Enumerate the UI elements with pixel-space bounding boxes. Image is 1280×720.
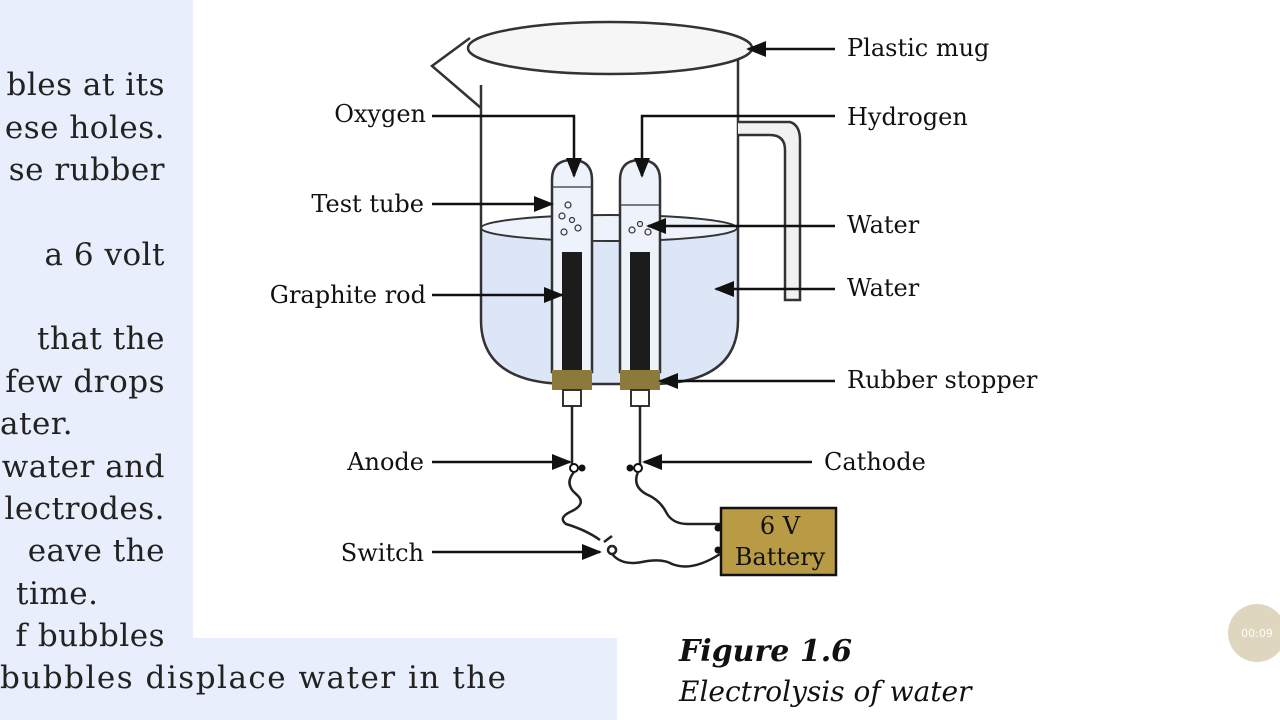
cathode-terminal xyxy=(633,463,643,473)
label-water-mug: Water xyxy=(847,274,920,302)
label-graphite-rod: Graphite rod xyxy=(270,281,426,309)
label-hydrogen: Hydrogen xyxy=(847,103,968,131)
battery-label-1: 6 V xyxy=(760,512,801,540)
label-rubber-stopper: Rubber stopper xyxy=(847,366,1038,394)
text-line-10: eave the xyxy=(27,533,165,569)
test-tube-left xyxy=(550,158,594,407)
label-anode: Anode xyxy=(346,448,424,476)
text-line-9: lectrodes. xyxy=(4,491,165,527)
oxygen-bubbles xyxy=(558,201,582,236)
wire-anode xyxy=(561,471,601,542)
wire-switch-battery xyxy=(611,552,721,568)
text-line-11: time. xyxy=(16,576,99,612)
leader-oxygen xyxy=(432,114,582,178)
bottom-text-panel xyxy=(0,638,617,720)
text-line-bottom: bubbles displace water in the xyxy=(0,660,508,696)
text-line-1: bles at its xyxy=(6,67,165,103)
graphite-rod-right xyxy=(630,252,650,372)
battery xyxy=(719,506,838,577)
text-line-2: ese holes. xyxy=(4,110,165,146)
text-line-5: that the xyxy=(37,321,165,357)
anode-terminal xyxy=(569,463,579,473)
label-test-tube: Test tube xyxy=(311,190,424,218)
mug-rim xyxy=(466,20,754,76)
text-line-8: water and xyxy=(1,449,165,485)
text-line-3: se rubber xyxy=(8,152,165,188)
mug-water xyxy=(481,228,738,384)
rubber-stopper-left xyxy=(552,370,592,390)
mug-handle xyxy=(738,120,802,302)
text-line-12: f bubbles xyxy=(15,618,165,654)
mug-spout xyxy=(429,36,482,109)
graphite-rod-left xyxy=(562,252,582,372)
mug-body xyxy=(479,60,740,386)
video-timer-badge[interactable]: 00:09 xyxy=(1228,604,1280,662)
leader-hydrogen xyxy=(634,114,835,178)
wire-cathode xyxy=(635,471,720,526)
label-cathode: Cathode xyxy=(824,448,926,476)
text-line-4: a 6 volt xyxy=(44,237,165,273)
battery-label-2: Battery xyxy=(735,543,826,571)
label-oxygen: Oxygen xyxy=(334,100,426,128)
text-line-7: ater. xyxy=(0,406,74,442)
switch xyxy=(603,535,618,556)
left-text-panel xyxy=(0,0,193,640)
label-water-tube: Water xyxy=(847,211,920,239)
text-line-6: few drops xyxy=(5,364,165,400)
figure-subtitle: Electrolysis of water xyxy=(679,675,972,708)
label-switch: Switch xyxy=(341,539,424,567)
rubber-stopper-right xyxy=(620,370,660,390)
test-tube-right xyxy=(618,158,662,407)
water-surface xyxy=(480,214,738,242)
label-plastic-mug: Plastic mug xyxy=(847,34,989,62)
figure-title: Figure 1.6 xyxy=(679,634,853,669)
